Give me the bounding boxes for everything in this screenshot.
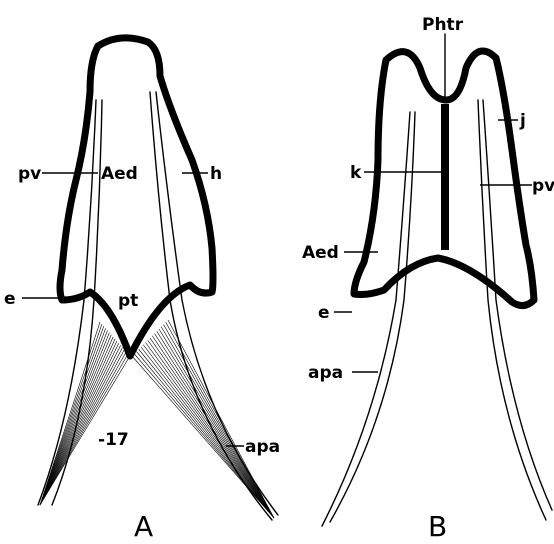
figure-b-panel-label: B <box>428 510 447 543</box>
figure-a-label-apa: apa <box>245 437 280 457</box>
muscle-fiber-left <box>40 345 121 505</box>
figure-b: Phtr j k pv Aed e apa B <box>302 15 554 543</box>
muscle-fiber-right <box>141 347 274 518</box>
figure-a-label-pv: pv <box>18 164 41 184</box>
figure-a-label-17-text: 17 <box>105 430 129 450</box>
figure-a-label-h: h <box>210 164 222 184</box>
muscle-fiber-left <box>40 352 126 505</box>
figure-b-label-pv: pv <box>532 176 554 196</box>
muscle-fiber-right <box>164 325 275 519</box>
muscle-fiber-left <box>40 350 124 505</box>
figure-b-label-k: k <box>350 163 362 183</box>
muscle-fiber-left <box>40 348 123 506</box>
figure-a-label-aed: Aed <box>101 164 138 184</box>
figure-a-panel-label: A <box>134 510 153 543</box>
muscle-fiber-left <box>40 322 100 505</box>
figure-a-label-pt: pt <box>118 291 138 311</box>
muscle-fiber-right <box>148 340 274 518</box>
muscle-fiber-left <box>40 331 108 506</box>
muscle-fiber-right <box>159 329 274 518</box>
figure-b-label-phtr: Phtr <box>422 15 464 35</box>
muscle-fiber-right <box>152 336 274 518</box>
muscle-fiber-right <box>157 331 274 518</box>
figure-b-label-j: j <box>519 111 526 131</box>
muscle-fiber-left <box>40 341 117 505</box>
muscle-fiber-right <box>146 343 275 519</box>
figure-a-label-e: e <box>4 289 16 309</box>
figure-b-central-plate <box>441 104 449 250</box>
figure-b-label-e: e <box>318 303 330 323</box>
muscle-fiber-left <box>40 333 109 505</box>
figure-b-label-apa: apa <box>308 363 343 383</box>
muscle-fiber-left <box>40 328 106 505</box>
figure-b-label-aed: Aed <box>302 243 339 263</box>
figure-a-muscle-apa-right <box>132 320 274 518</box>
muscle-fiber-right <box>134 354 274 518</box>
muscle-fiber-left <box>40 337 113 505</box>
muscle-fiber-right <box>161 327 274 518</box>
muscle-fiber-left <box>40 343 119 505</box>
figure-a-label-17-dash: - <box>98 430 105 450</box>
figure-a-label-17: -17 <box>98 430 129 450</box>
figure-a: pv Aed h e pt -17 apa A <box>4 38 280 543</box>
muscle-fiber-right <box>137 352 275 519</box>
muscle-fiber-right <box>143 345 274 518</box>
muscle-fiber-right <box>155 334 275 519</box>
figure-a-muscle-17-left <box>40 322 130 505</box>
muscle-fiber-right <box>139 349 274 518</box>
